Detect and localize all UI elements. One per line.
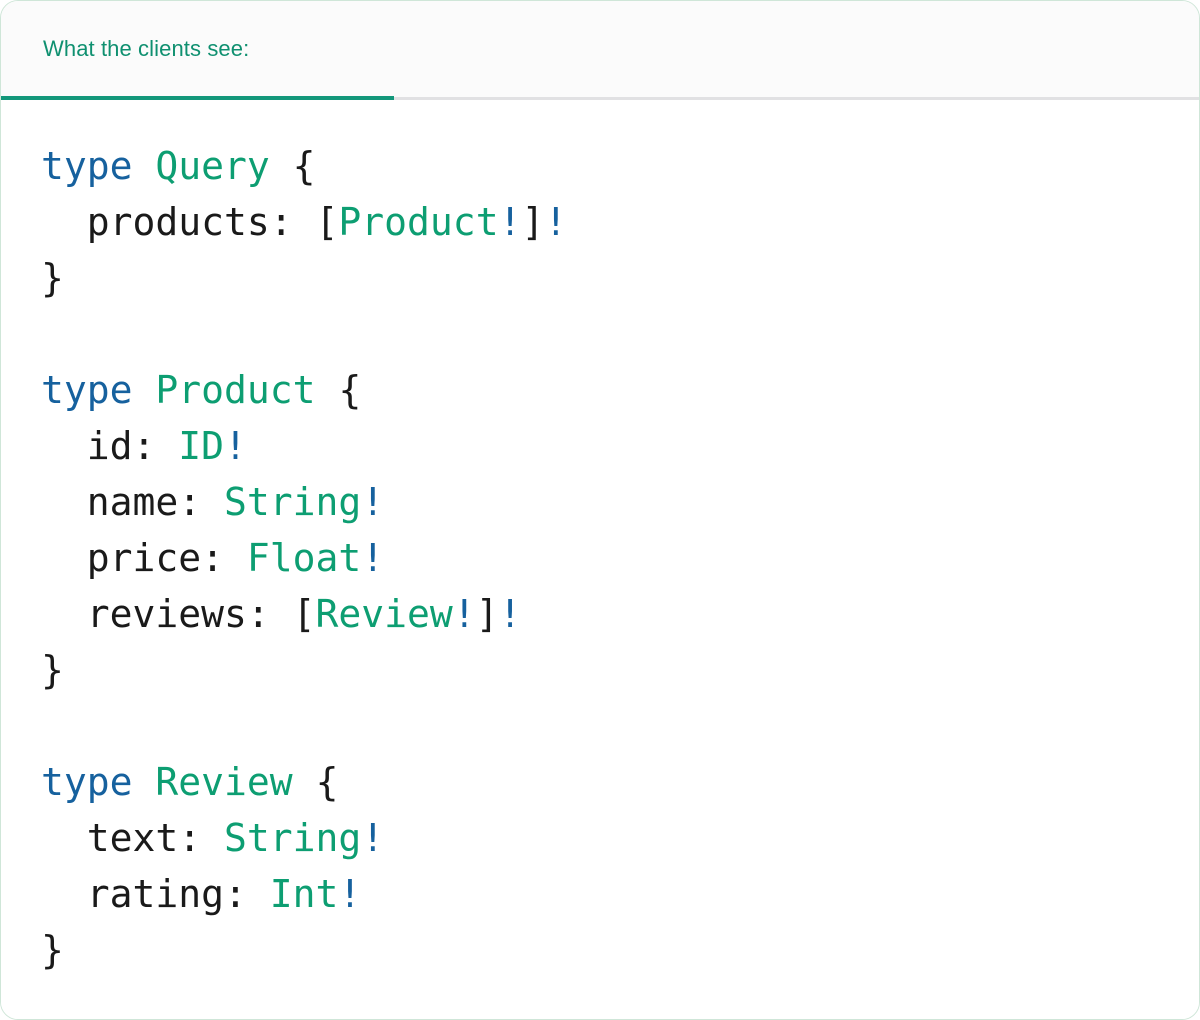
code-line: rating: Int!: [41, 866, 1199, 922]
code-line: }: [41, 922, 1199, 978]
code-token-bang: !: [544, 200, 568, 244]
code-token-type: Float: [246, 536, 362, 580]
code-line: products: [Product!]!: [41, 194, 1199, 250]
code-token-name: price: [41, 536, 202, 580]
code-token-punc: :: [178, 816, 225, 860]
code-token-type: String: [224, 480, 362, 524]
code-token-kw: type: [41, 760, 133, 804]
code-token-punc: :: [201, 536, 247, 580]
code-token-bang: !: [338, 872, 362, 916]
code-token-bang: !: [224, 424, 247, 468]
code-line: type Product {: [41, 362, 1199, 418]
graphql-schema-code: type Query { products: [Product!]!} type…: [41, 138, 1199, 978]
code-token-bang: !: [361, 480, 385, 524]
code-line: }: [41, 250, 1199, 306]
code-line: [41, 306, 1199, 362]
code-token-type: Review: [155, 760, 293, 804]
code-line: reviews: [Review!]!: [41, 586, 1199, 642]
code-token-punc: : [: [269, 200, 339, 244]
code-token-punc: : [: [246, 592, 316, 636]
code-token-kw: type: [41, 144, 133, 188]
code-token-type: Query: [155, 144, 270, 188]
code-token-punc: {: [292, 760, 339, 804]
code-token-bang: !: [498, 592, 522, 636]
code-token-name: text: [41, 816, 179, 860]
code-token-kw: type: [41, 368, 133, 412]
code-token-type: Review: [315, 592, 453, 636]
code-token-type: Product: [155, 368, 316, 412]
code-line: name: String!: [41, 474, 1199, 530]
code-token-name: id: [41, 424, 133, 468]
code-token-bang: !: [361, 816, 385, 860]
code-token-punc: ]: [521, 200, 545, 244]
code-token-punc: }: [41, 648, 64, 692]
code-line: type Query {: [41, 138, 1199, 194]
code-token-punc: {: [315, 368, 362, 412]
code-token-type: ID: [178, 424, 225, 468]
code-token-name: reviews: [41, 592, 247, 636]
code-line: }: [41, 642, 1199, 698]
code-token-bang: !: [498, 200, 522, 244]
code-token-bang: !: [452, 592, 476, 636]
tab-label: What the clients see:: [43, 36, 250, 61]
code-token-name: products: [41, 200, 270, 244]
code-panel[interactable]: type Query { products: [Product!]!} type…: [1, 100, 1199, 1019]
code-token-name: name: [41, 480, 179, 524]
code-token-punc: }: [41, 928, 64, 972]
code-token-punc: [133, 760, 156, 804]
card-header: What the clients see:: [1, 1, 1199, 100]
code-token-punc: {: [269, 144, 316, 188]
code-token-type: Int: [269, 872, 339, 916]
code-token-punc: }: [41, 256, 64, 300]
code-token-punc: :: [224, 872, 270, 916]
code-line: [41, 698, 1199, 754]
code-line: text: String!: [41, 810, 1199, 866]
code-line: id: ID!: [41, 418, 1199, 474]
code-token-punc: [133, 368, 156, 412]
code-token-punc: :: [132, 424, 179, 468]
code-token-type: String: [224, 816, 362, 860]
code-line: price: Float!: [41, 530, 1199, 586]
tab-what-the-clients-see[interactable]: What the clients see:: [1, 1, 394, 97]
code-token-bang: !: [361, 536, 385, 580]
code-token-punc: :: [178, 480, 225, 524]
code-token-type: Product: [338, 200, 499, 244]
active-tab-underline: [1, 96, 394, 100]
code-token-punc: [133, 144, 156, 188]
code-token-name: rating: [41, 872, 225, 916]
header-divider: [1, 97, 1199, 100]
code-line: type Review {: [41, 754, 1199, 810]
code-token-punc: ]: [475, 592, 499, 636]
